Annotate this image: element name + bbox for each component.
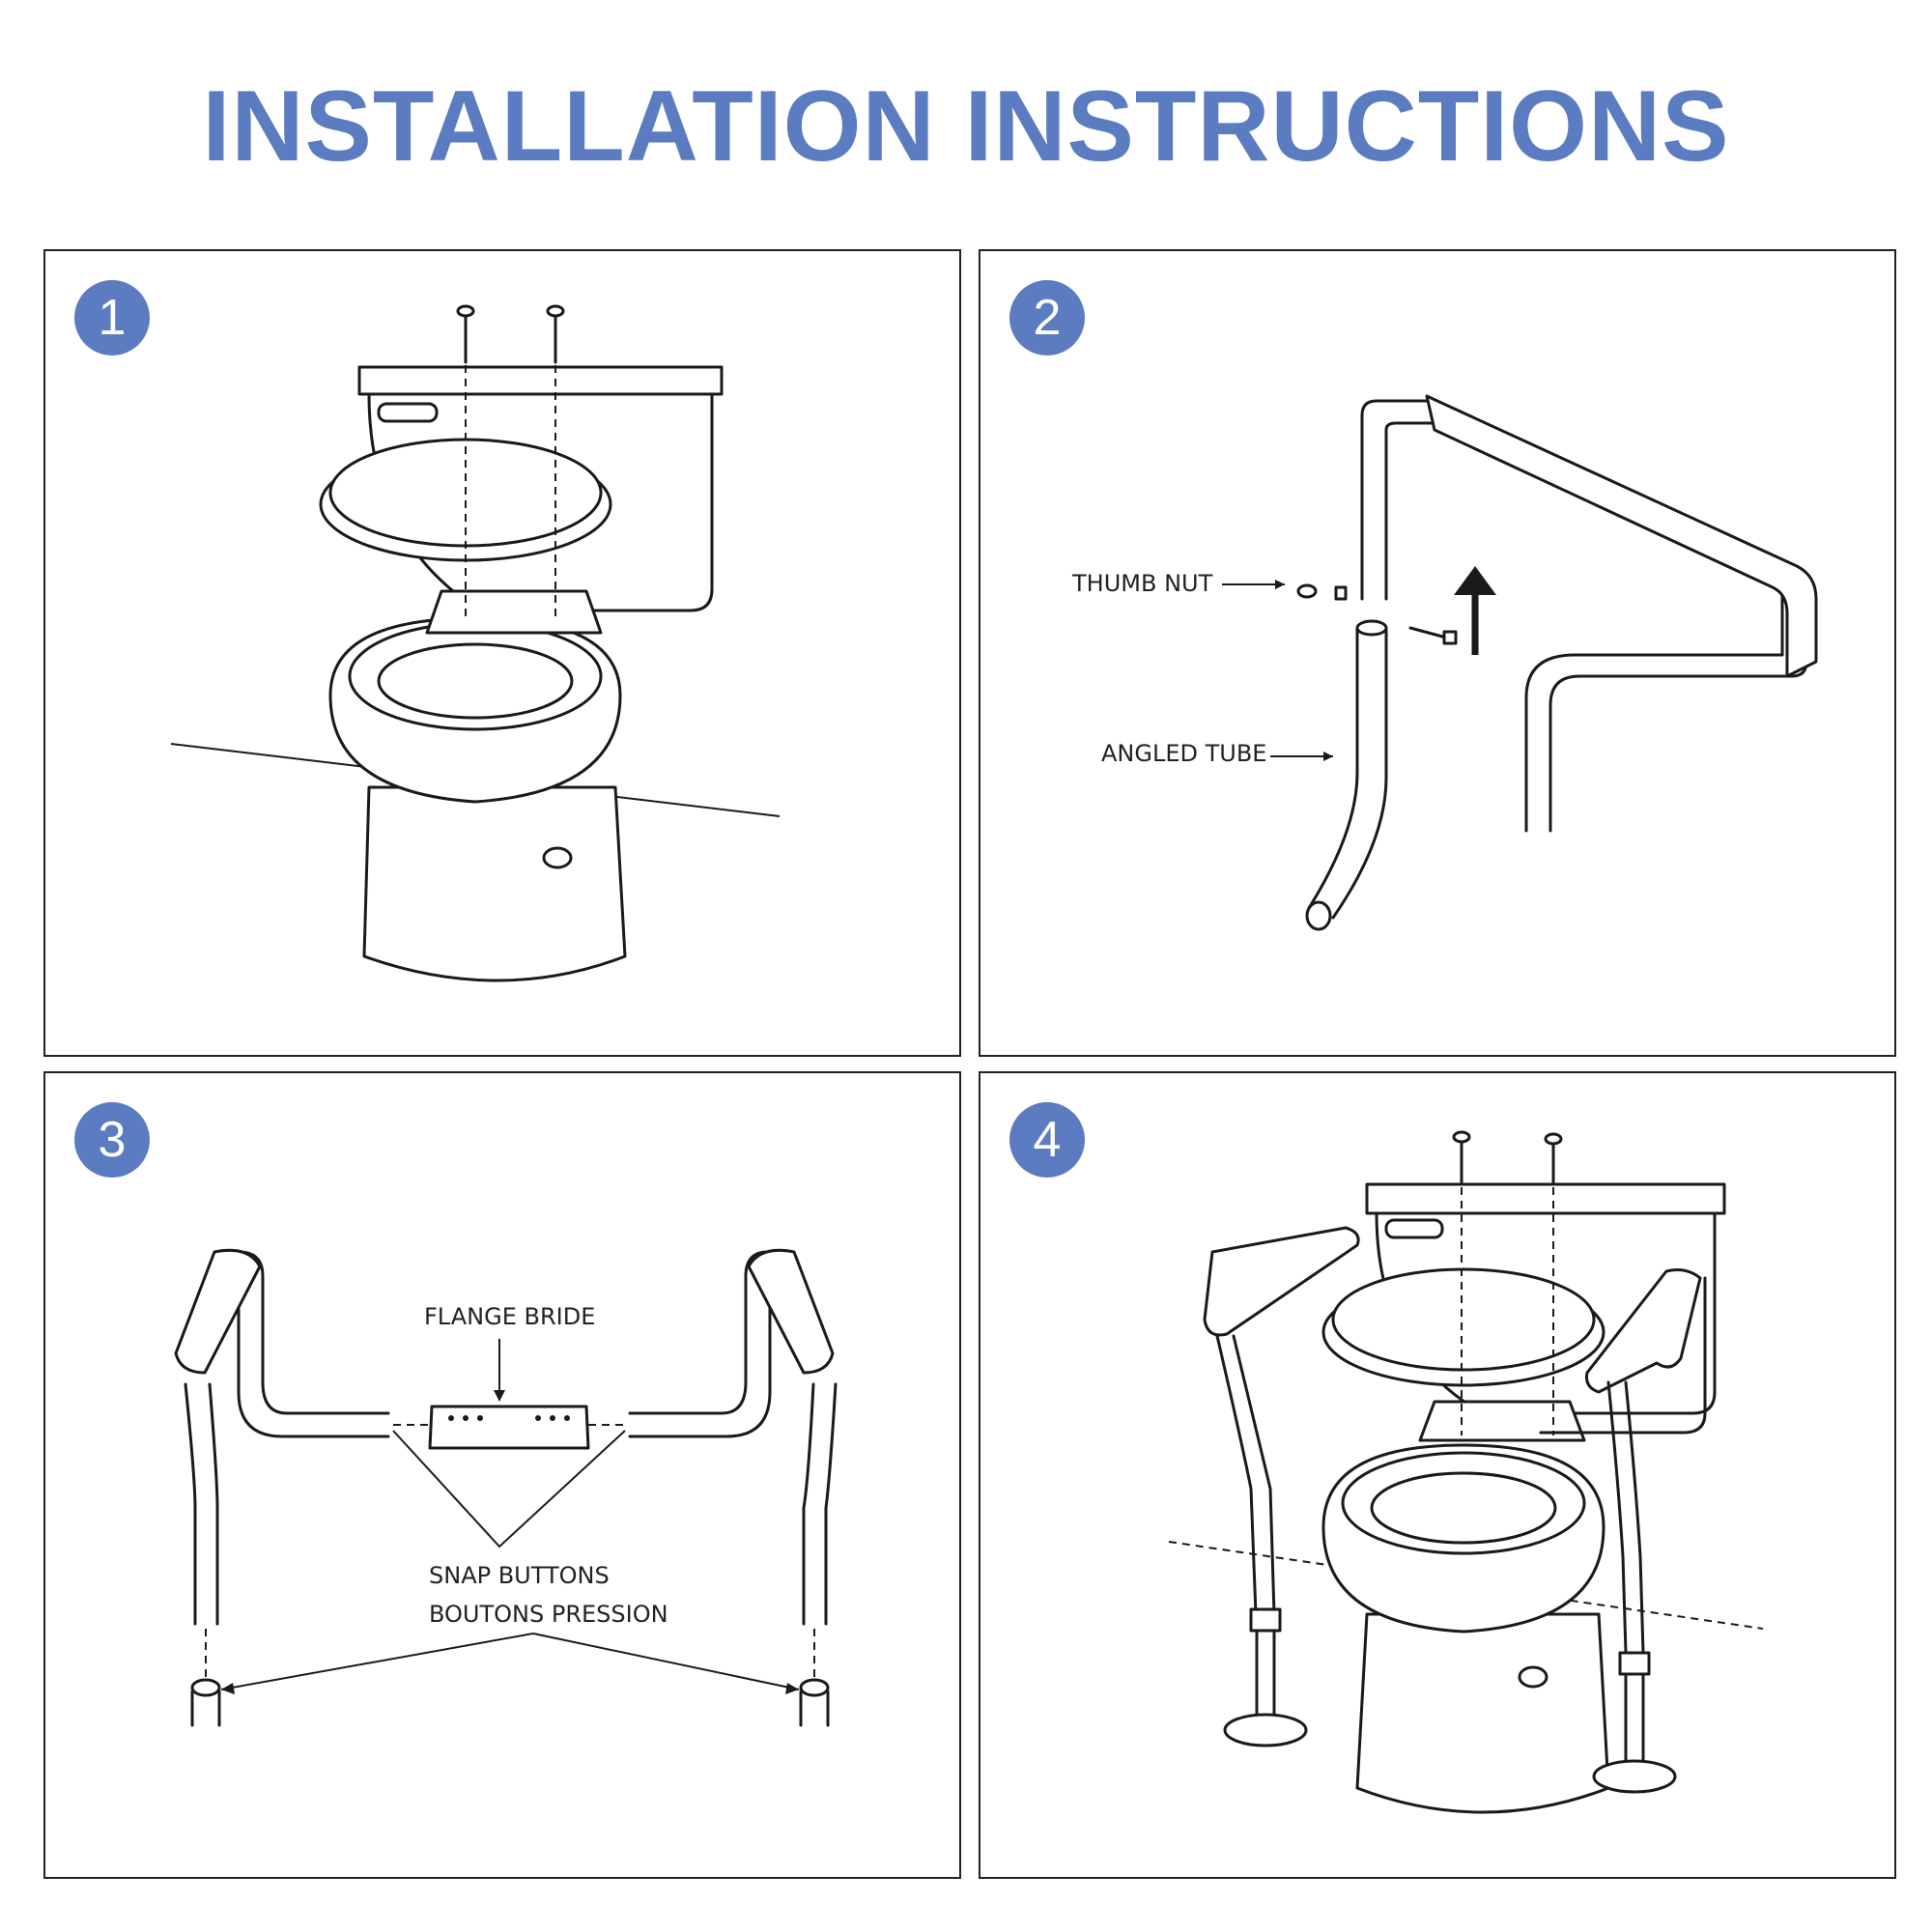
page-title: INSTALLATION INSTRUCTIONS [202, 71, 1730, 183]
final-installation-illustration [1168, 1130, 1764, 1814]
frame-assembly-illustration: THUMB NUT ANGLED TUBE [1071, 394, 1818, 931]
thumb-nut-label: THUMB NUT [1071, 570, 1213, 597]
step-4-badge: 4 [1009, 1102, 1085, 1178]
boutons-pression-label: BOUTONS PRESSION [429, 1601, 668, 1628]
angled-tube-label: ANGLED TUBE [1101, 740, 1266, 767]
step-2-panel: 2 THUMB NUT ANGLED TUBE [979, 249, 1896, 1057]
step-4-panel: 4 [979, 1071, 1896, 1879]
flange-label: FLANGE BRIDE [424, 1303, 595, 1330]
step-3-panel: 3 FLANGE BRIDE SNAP BUTTONS BOUTONS PRES… [43, 1071, 961, 1879]
step-2-badge: 2 [1009, 280, 1085, 355]
step-1-badge: 1 [74, 280, 150, 355]
toilet-seat-removal-illustration [170, 304, 781, 982]
flange-and-legs-illustration: FLANGE BRIDE SNAP BUTTONS BOUTONS PRESSI… [174, 1248, 838, 1727]
step-3-badge: 3 [74, 1102, 150, 1178]
snap-buttons-label: SNAP BUTTONS [429, 1562, 610, 1589]
step-1-panel: 1 [43, 249, 961, 1057]
